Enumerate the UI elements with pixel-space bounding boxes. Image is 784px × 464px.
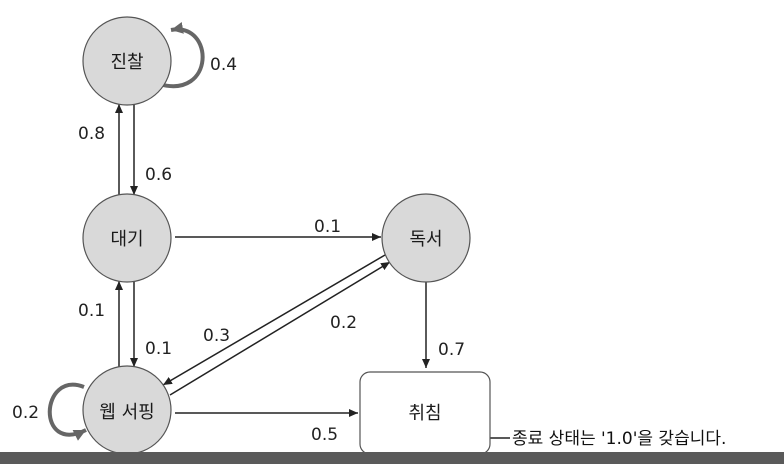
self-loop-web <box>47 382 87 441</box>
prob-label-wait-exam: 0.8 <box>78 124 105 144</box>
prob-label-web-read: 0.2 <box>330 313 357 333</box>
prob-label-web-web: 0.2 <box>12 403 39 423</box>
state-node-wait <box>82 193 172 283</box>
state-node-exam <box>82 16 172 106</box>
edge-read-to-web <box>162 254 386 386</box>
state-label-exam: 진찰 <box>110 52 143 73</box>
edge-web-to-read <box>169 261 391 396</box>
prob-label-wait-read: 0.1 <box>314 217 341 237</box>
prob-label-wait-web: 0.1 <box>145 339 172 359</box>
self-loop-exam <box>158 21 205 89</box>
state-label-sleep: 취침 <box>408 403 441 424</box>
prob-label-web-wait: 0.1 <box>78 301 105 321</box>
prob-label-exam-exam: 0.4 <box>210 55 237 75</box>
prob-label-read-web: 0.3 <box>203 326 230 346</box>
state-label-wait: 대기 <box>110 229 143 250</box>
prob-label-read-sleep: 0.7 <box>438 340 465 360</box>
state-node-read <box>381 193 471 283</box>
state-label-read: 독서 <box>409 229 442 250</box>
prob-label-exam-wait: 0.6 <box>145 165 172 185</box>
end-state-note: 종료 상태는 '1.0'을 갖습니다. <box>512 429 726 449</box>
state-label-web: 웹 서핑 <box>99 402 154 423</box>
footer-bar <box>0 452 784 464</box>
prob-label-web-sleep: 0.5 <box>311 425 338 445</box>
